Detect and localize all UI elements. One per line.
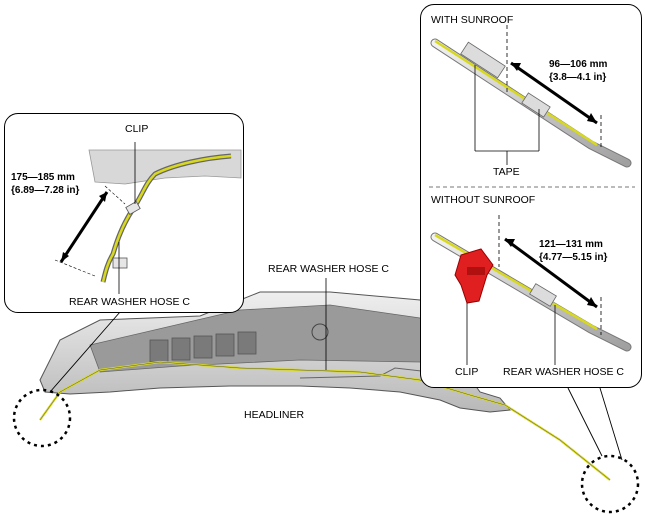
right-detail-illustration — [429, 25, 635, 365]
with-sunroof-heading: WITH SUNROOF — [431, 14, 514, 26]
left-detail-circle — [12, 388, 72, 448]
left-detail-panel: CLIP 175—185 mm {6.89—7.28 in} REAR WASH… — [4, 113, 244, 313]
right-clip-shape — [454, 248, 494, 304]
with-sunroof-dimension-in: {3.8—4.1 in} — [549, 72, 607, 83]
main-hose-label: REAR WASHER HOSE C — [268, 263, 389, 275]
right-clip-label: CLIP — [455, 366, 479, 378]
without-sunroof-dimension-in: {4.77—5.15 in} — [539, 252, 608, 263]
left-detail-illustration — [54, 142, 242, 294]
headliner-shape — [39, 291, 511, 413]
without-sunroof-dimension-mm: 121—131 mm — [539, 239, 603, 250]
left-dimension-arrow — [59, 191, 109, 263]
tape-1 — [460, 41, 506, 79]
with-sunroof-dimension-mm: 96—106 mm — [549, 59, 608, 70]
tape-label: TAPE — [493, 166, 520, 178]
left-clip-label: CLIP — [125, 123, 149, 135]
right-hose-label: REAR WASHER HOSE C — [503, 366, 624, 378]
with-sunroof-dimension-arrow — [510, 61, 598, 125]
left-hose-label: REAR WASHER HOSE C — [69, 296, 190, 308]
without-sunroof-heading: WITHOUT SUNROOF — [431, 194, 536, 206]
left-dimension-mm: 175—185 mm — [11, 172, 75, 183]
left-clip-shape — [125, 200, 141, 216]
tape-2 — [521, 92, 551, 118]
right-detail-circle — [580, 454, 640, 514]
right-detail-panel: WITH SUNROOF 96—106 mm {3.8—4.1 in} TAPE… — [420, 4, 642, 388]
headliner-label: HEADLINER — [244, 409, 305, 421]
left-dimension-in: {6.89—7.28 in} — [11, 185, 80, 196]
without-sunroof-dimension-arrow — [504, 237, 598, 309]
